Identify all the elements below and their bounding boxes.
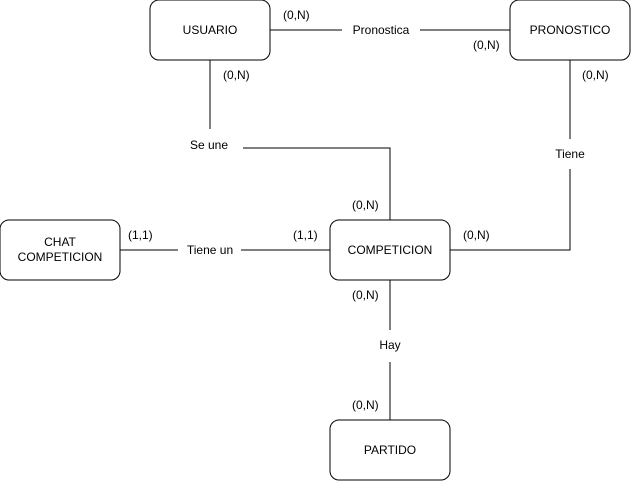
- cardinality-pronostico-pronostica: (0,N): [473, 38, 500, 52]
- entity-pronostico[interactable]: PRONOSTICO: [509, 0, 631, 61]
- relationship-se-une: Se une: [190, 138, 228, 152]
- entity-usuario-box: [149, 0, 271, 61]
- cardinality-chat-tiene-un: (1,1): [128, 228, 153, 242]
- entity-partido-label: PARTIDO: [364, 443, 416, 457]
- entity-competicion-box: [329, 219, 451, 281]
- cardinality-partido-hay: (0,N): [352, 398, 379, 412]
- entity-chat-competicion-box: [0, 219, 121, 281]
- connectors: [120, 29, 571, 420]
- entity-partido[interactable]: PARTIDO: [329, 419, 451, 481]
- entity-chat-competicion-label-line2: COMPETICION: [18, 250, 103, 264]
- relationship-pronostica: Pronostica: [353, 23, 410, 37]
- entity-pronostico-box: [509, 0, 631, 61]
- entity-partido-box: [329, 419, 451, 481]
- entity-usuario[interactable]: USUARIO: [149, 0, 271, 61]
- entity-chat-competicion-label-line1: CHAT: [44, 235, 76, 249]
- relationship-tiene: Tiene: [555, 147, 585, 161]
- cardinality-competicion-hay: (0,N): [352, 288, 379, 302]
- edge-tiene-competicion: [450, 169, 571, 251]
- cardinality-competicion-se-une: (0,N): [352, 198, 379, 212]
- cardinality-pronostico-tiene: (0,N): [582, 68, 609, 82]
- entity-usuario-label: USUARIO: [183, 23, 238, 37]
- cardinality-usuario-pronostica: (0,N): [283, 8, 310, 22]
- entity-chat-competicion[interactable]: CHAT COMPETICION: [0, 219, 121, 281]
- entity-competicion[interactable]: COMPETICION: [329, 219, 451, 281]
- cardinality-usuario-se-une: (0,N): [223, 68, 250, 82]
- entity-pronostico-label: PRONOSTICO: [530, 23, 611, 37]
- cardinality-competicion-tiene-un: (1,1): [293, 228, 318, 242]
- cardinality-competicion-tiene: (0,N): [463, 228, 490, 242]
- relationship-hay: Hay: [379, 338, 400, 352]
- edge-se-une-competicion: [243, 147, 391, 220]
- relationship-tiene-un: Tiene un: [187, 243, 233, 257]
- entity-competicion-label: COMPETICION: [348, 243, 433, 257]
